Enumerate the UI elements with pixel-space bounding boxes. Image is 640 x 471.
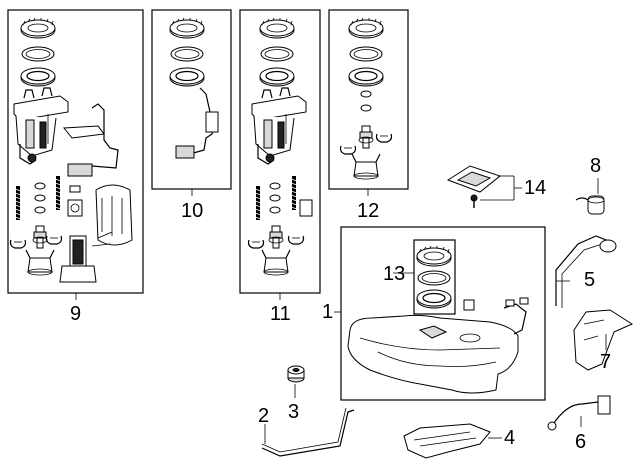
- callout-5: 5: [584, 269, 596, 291]
- callout-4: 4: [504, 427, 516, 449]
- part-6-breather-hose: [547, 395, 611, 431]
- box-10-sender-unit: [151, 9, 232, 190]
- part-3-grommet: [287, 365, 305, 383]
- callout-13: 13: [383, 263, 406, 285]
- box-9-pump-module: [7, 9, 144, 294]
- box-11-pump-module: [239, 9, 321, 294]
- box-1-fuel-tank: [340, 226, 546, 401]
- callout-12: 12: [357, 200, 380, 222]
- callout-11: 11: [270, 303, 291, 325]
- callout-9: 9: [70, 303, 82, 325]
- part-2-tank-strap: [261, 407, 355, 457]
- part-4-heat-shield: [403, 423, 491, 459]
- callout-6: 6: [575, 431, 587, 453]
- callout-10: 10: [181, 200, 204, 222]
- leader-lines: [75, 175, 607, 444]
- callout-7: 7: [600, 351, 612, 373]
- box-12-sender-parts: [328, 9, 409, 190]
- callout-8: 8: [590, 155, 602, 177]
- part-7-splash-shield: [573, 309, 634, 371]
- callout-1: 1: [322, 301, 334, 323]
- part-14-access-cover: [446, 165, 502, 208]
- callout-3: 3: [288, 401, 300, 423]
- part-8-fuel-cap: [575, 195, 605, 215]
- callout-2: 2: [258, 405, 270, 427]
- part-5-filler-neck: [555, 235, 617, 308]
- callout-14: 14: [524, 177, 547, 199]
